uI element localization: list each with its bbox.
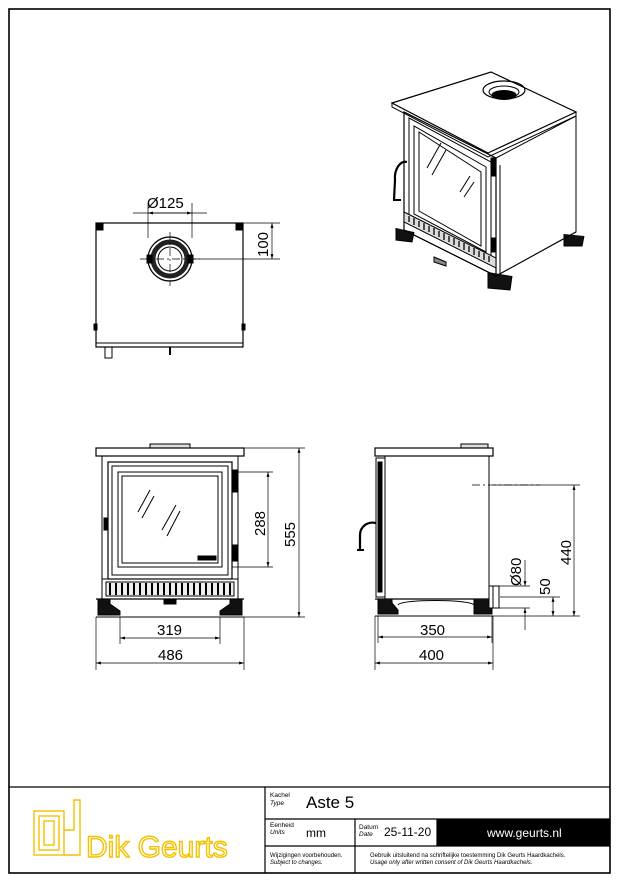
units-label: Units <box>270 829 286 836</box>
dim-legs-width: 319 <box>157 622 182 639</box>
changes-note-en: Subject to changes. <box>270 860 323 866</box>
product-name: Aste 5 <box>306 793 354 812</box>
dim-total-depth: 400 <box>419 647 444 664</box>
side-view-dimensions <box>374 484 580 670</box>
eenheid-label: Eenheid <box>270 822 294 829</box>
front-view <box>95 443 245 618</box>
dim-flue-offset: 100 <box>255 232 272 257</box>
date-label: Date <box>359 831 373 838</box>
dim-glass-height: 288 <box>252 511 269 536</box>
sheet-border <box>8 8 611 874</box>
dim-rear-flue-diameter: Ø80 <box>508 558 525 586</box>
dim-rear-flue-height: 50 <box>537 578 554 595</box>
type-label: Type <box>270 800 284 807</box>
website-link[interactable]: www.geurts.nl <box>486 826 562 840</box>
top-view-dimensions <box>133 203 280 260</box>
isometric-view <box>390 71 585 291</box>
changes-note-nl: Wijzigingen voorbehouden. <box>270 853 343 859</box>
dim-flue-diameter: Ø125 <box>147 195 184 212</box>
website-banner <box>437 819 610 846</box>
dim-total-width: 486 <box>158 647 183 664</box>
dim-total-height: 555 <box>282 522 299 547</box>
brand-name: Dik Geurts <box>86 831 228 864</box>
dik-geurts-logo <box>33 799 81 856</box>
usage-note-en: Usage only after written consent of Dik … <box>370 860 532 866</box>
kachel-label: Kachel <box>270 792 290 799</box>
datum-label: Datum <box>359 824 378 831</box>
usage-note-nl: Gebruik uitsluitend na schriftelijke toe… <box>370 853 566 859</box>
date-value: 25-11-20 <box>384 825 431 839</box>
front-view-dimensions <box>95 447 305 670</box>
units-value: mm <box>306 826 326 840</box>
dim-legs-depth: 350 <box>420 622 445 639</box>
side-view <box>357 443 540 617</box>
dim-flue-center-height: 440 <box>558 540 575 565</box>
top-view <box>93 222 246 359</box>
